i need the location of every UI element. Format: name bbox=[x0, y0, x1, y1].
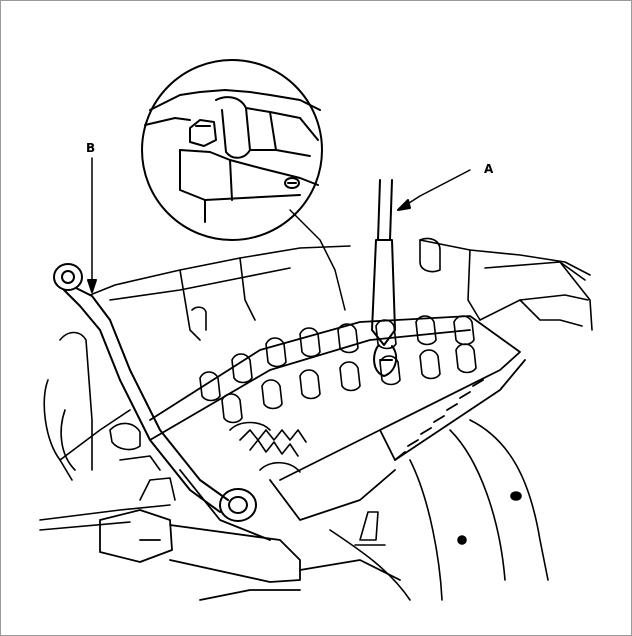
callout-b bbox=[87, 157, 97, 293]
camshafts bbox=[109, 315, 477, 501]
callout-b-label: B bbox=[86, 141, 95, 155]
tool-a bbox=[371, 179, 398, 377]
detail-inset bbox=[141, 59, 323, 241]
cylinder-head bbox=[149, 315, 526, 541]
engine-body bbox=[39, 237, 593, 601]
callout-a bbox=[397, 169, 471, 211]
tool-b bbox=[53, 263, 257, 522]
inset-leader-line bbox=[289, 209, 346, 311]
bottom-shaft bbox=[99, 509, 401, 601]
callout-a-label: A bbox=[484, 162, 494, 176]
